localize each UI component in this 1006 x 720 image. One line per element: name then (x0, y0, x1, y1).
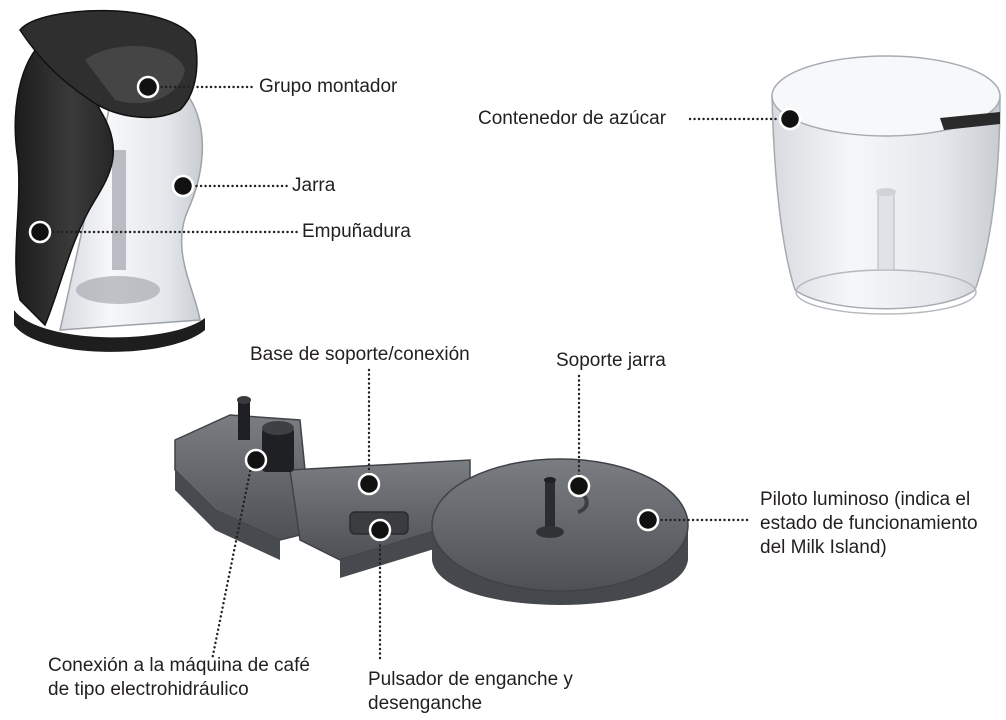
base-support-illustration (174, 396, 689, 605)
label-jarra: Jarra (292, 175, 336, 196)
marker-jarra (171, 174, 195, 198)
marker-conexion (244, 448, 268, 472)
milk-pitcher-illustration (14, 9, 205, 352)
label-base-soporte: Base de soporte/conexión (250, 344, 470, 365)
sugar-container-illustration (771, 55, 1001, 315)
markers (28, 75, 802, 542)
marker-pulsador (368, 518, 392, 542)
marker-grupo-montador (136, 75, 160, 99)
label-contenedor-azucar: Contenedor de azúcar (478, 108, 667, 129)
marker-soporte-jarra (567, 474, 591, 498)
label-piloto-luminoso: Piloto luminoso (indica el estado de fun… (760, 489, 978, 558)
label-conexion-maquina: Conexión a la máquina de café de tipo el… (48, 655, 310, 700)
leader-lines (38, 85, 792, 662)
label-grupo-montador: Grupo montador (259, 76, 398, 97)
label-soporte-jarra: Soporte jarra (556, 350, 666, 371)
label-pulsador: Pulsador de enganche y desenganche (368, 669, 573, 714)
marker-empunadura (28, 220, 52, 244)
marker-piloto (636, 508, 660, 532)
marker-base-soporte (357, 472, 381, 496)
marker-contenedor (778, 107, 802, 131)
label-empunadura: Empuñadura (302, 221, 411, 242)
